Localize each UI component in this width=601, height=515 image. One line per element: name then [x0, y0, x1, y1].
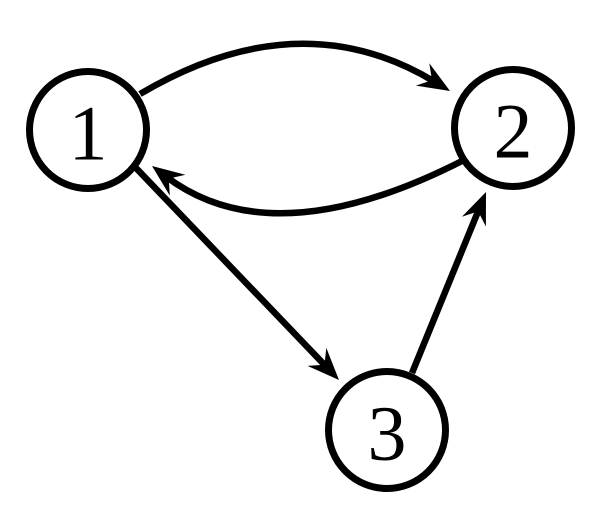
arrowhead-1-to-2-icon	[415, 63, 450, 91]
edge-2-to-1	[164, 158, 464, 217]
node-2-circle	[451, 66, 575, 190]
edge-1-to-3	[133, 165, 330, 370]
edge-3-to-2	[408, 207, 483, 375]
arrowhead-1-to-3-icon	[307, 347, 339, 380]
node-1-circle	[26, 68, 150, 192]
node-3-label: 3	[368, 390, 407, 477]
node-3-circle	[325, 368, 449, 492]
edge-1-to-2	[138, 40, 437, 97]
arrowhead-3-to-2-icon	[461, 192, 486, 227]
arrowhead-2-to-1-icon	[152, 166, 186, 196]
node-2-label: 2	[494, 88, 533, 175]
node-1-label: 1	[69, 90, 108, 177]
